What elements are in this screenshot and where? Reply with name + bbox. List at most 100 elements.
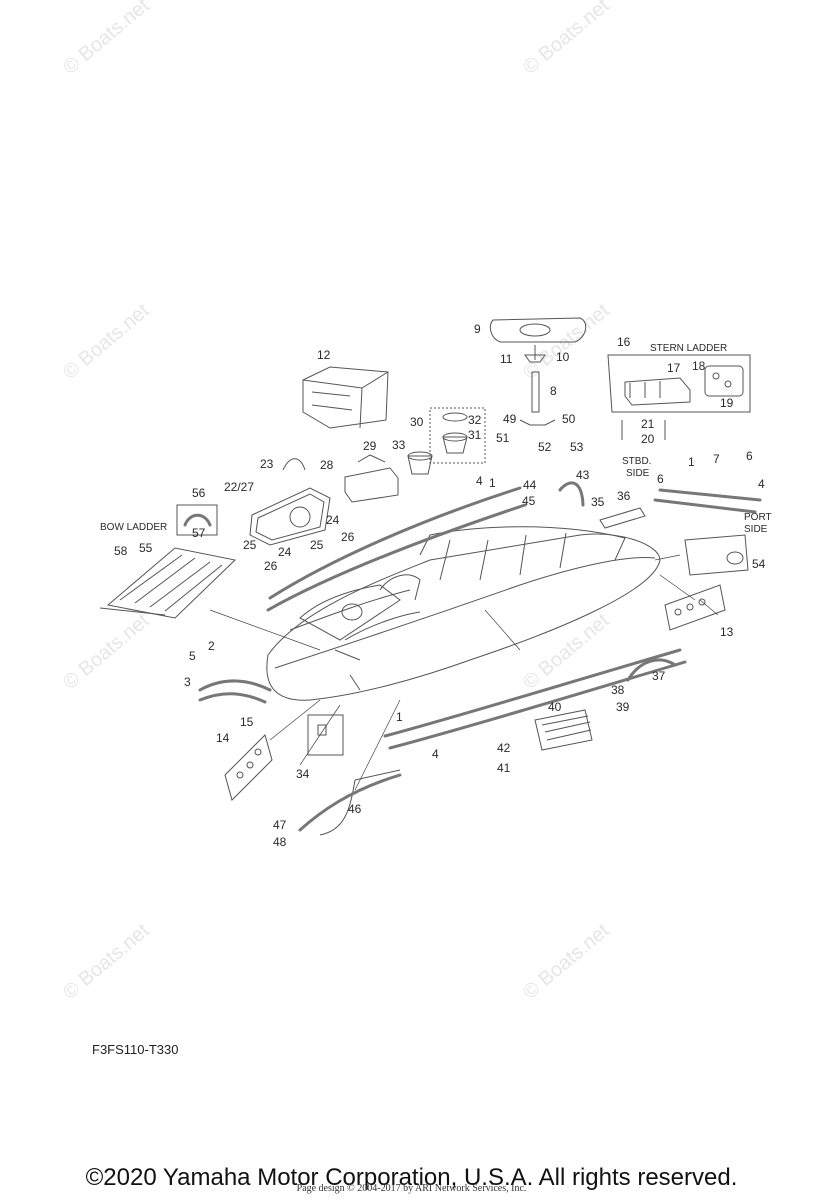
callout-29: 29	[363, 439, 377, 453]
callout-37: 37	[652, 669, 666, 683]
label-stbd: STBD.	[622, 456, 651, 467]
callout-39: 39	[616, 700, 630, 714]
callout-17: 17	[667, 361, 681, 375]
part-37-rail	[626, 658, 677, 682]
figure-code: F3FS110-T330	[92, 1042, 179, 1057]
callout-15: 15	[240, 715, 254, 729]
callout-7: 7	[713, 452, 720, 466]
callout-33: 33	[392, 438, 406, 452]
callout-21: 21	[641, 417, 655, 431]
label-stern-ladder: STERN LADDER	[650, 343, 727, 354]
diagram-labels: BOW LADDER STERN LADDER STBD. SIDE PORT …	[100, 343, 772, 535]
rub-rails	[198, 486, 762, 836]
callout-6b: 6	[746, 449, 753, 463]
callout-51: 51	[496, 431, 510, 445]
callout-25b: 25	[310, 538, 324, 552]
watermark-mid-left: © Boats.net	[59, 299, 154, 383]
callout-9: 9	[474, 322, 481, 336]
callout-22-27: 22/27	[224, 480, 254, 494]
callout-54: 54	[752, 557, 766, 571]
callout-12: 12	[317, 348, 331, 362]
callout-55: 55	[139, 541, 153, 555]
watermark-top-left: © Boats.net	[59, 0, 154, 79]
part-30-cupholder	[429, 407, 486, 464]
callout-57: 57	[192, 526, 206, 540]
part-22-window-frame	[249, 458, 331, 546]
callout-4a: 4	[476, 474, 483, 488]
callout-numbers: 1 1 1 2 3 4 4 4 5 6 6 7 8 9 10 11 12 13 …	[114, 322, 766, 849]
callout-32: 32	[468, 413, 482, 427]
callout-3: 3	[184, 675, 191, 689]
part-55-bow-ladder	[99, 547, 237, 619]
watermark-center-right: © Boats.net	[519, 609, 614, 693]
part-9-plate	[489, 317, 587, 426]
callout-5: 5	[189, 649, 196, 663]
callout-28: 28	[320, 458, 334, 472]
callout-26a: 26	[341, 530, 355, 544]
callout-36: 36	[617, 489, 631, 503]
callout-13: 13	[720, 625, 734, 639]
callout-53: 53	[570, 440, 584, 454]
callout-16: 16	[617, 335, 631, 349]
label-stbd-side: SIDE	[626, 468, 650, 479]
part-16-stern-ladder-box	[607, 354, 751, 440]
callout-43: 43	[576, 468, 590, 482]
callout-35: 35	[591, 495, 605, 509]
callout-25a: 25	[243, 538, 257, 552]
label-port: PORT	[744, 512, 772, 523]
label-bow-ladder: BOW LADDER	[100, 522, 167, 533]
callout-10: 10	[556, 350, 570, 364]
part-33-cup	[407, 451, 433, 475]
callout-42: 42	[497, 741, 511, 755]
label-port-side: SIDE	[744, 524, 768, 535]
watermark-center-left: © Boats.net	[59, 609, 154, 693]
watermark-top-right: © Boats.net	[519, 0, 614, 79]
callout-1b: 1	[396, 710, 403, 724]
callout-26b: 26	[264, 559, 278, 573]
callout-47: 47	[273, 818, 287, 832]
callout-40: 40	[548, 700, 562, 714]
callout-30: 30	[410, 415, 424, 429]
callout-18: 18	[692, 359, 706, 373]
page-design-credit: Page design © 2004-2017 by ARI Network S…	[296, 1183, 527, 1194]
callout-24a: 24	[326, 513, 340, 527]
part-14-plate	[224, 734, 273, 801]
hull-drawing	[266, 526, 661, 701]
callout-46: 46	[348, 802, 362, 816]
callout-34: 34	[296, 767, 310, 781]
callout-45: 45	[522, 494, 536, 508]
callout-58: 58	[114, 544, 128, 558]
callout-50: 50	[562, 412, 576, 426]
callout-4c: 4	[758, 477, 765, 491]
callout-23: 23	[260, 457, 274, 471]
callout-14: 14	[216, 731, 230, 745]
callout-49: 49	[503, 412, 517, 426]
callout-52: 52	[538, 440, 552, 454]
watermark-bottom-right: © Boats.net	[519, 919, 614, 1003]
part-43-rail	[558, 481, 585, 507]
callout-6a: 6	[657, 472, 664, 486]
callout-2: 2	[208, 639, 215, 653]
copyright-notice: ©2020 Yamaha Motor Corporation, U.S.A. A…	[85, 1164, 738, 1191]
callout-48: 48	[273, 835, 287, 849]
callout-11: 11	[500, 352, 513, 366]
part-13-panel	[664, 584, 726, 631]
callout-38: 38	[611, 683, 625, 697]
callout-41: 41	[497, 761, 511, 775]
callout-24b: 24	[278, 545, 292, 559]
part-40-grille	[534, 709, 593, 751]
callout-44: 44	[523, 478, 537, 492]
callout-31: 31	[468, 428, 482, 442]
part-12-cooler	[302, 366, 389, 429]
callout-4b: 4	[432, 747, 439, 761]
part-28-box	[344, 454, 399, 503]
part-56-handle	[176, 504, 218, 536]
callout-8: 8	[550, 384, 557, 398]
callout-56: 56	[192, 486, 206, 500]
part-54-bracket	[684, 534, 749, 576]
callout-1c: 1	[688, 455, 695, 469]
part-34-switch-panel	[307, 714, 344, 756]
leader-lines	[209, 554, 719, 791]
part-35-handle	[599, 507, 646, 529]
